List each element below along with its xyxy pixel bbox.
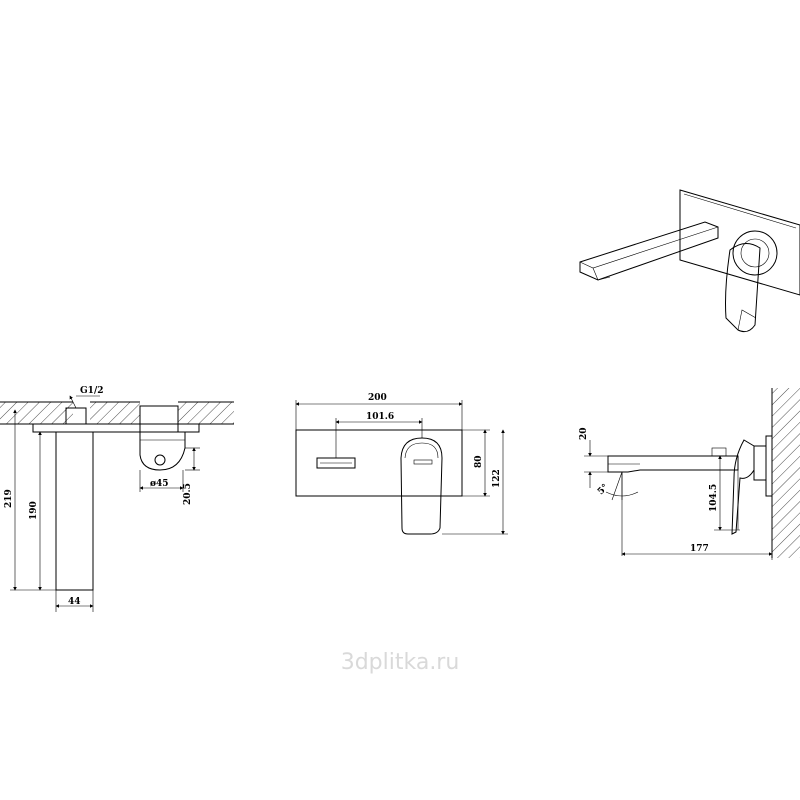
watermark: 3dplitka.ru [340,650,460,675]
dim-122: 122 [492,469,502,488]
thread-label: G1/2 [80,386,104,396]
dim-177: 177 [690,544,709,554]
side-view: 20 5° 104.5 177 [579,388,800,560]
dim-104-5: 104.5 [709,484,719,512]
top-view: G1/2 219 190 44 ø45 20.5 [0,386,234,612]
front-view: 200 101.6 80 122 [295,393,508,535]
dim-101-6: 101.6 [366,412,394,422]
dim-219: 219 [4,489,14,508]
dim-44: 44 [68,597,81,607]
dim-20: 20 [579,427,589,440]
isometric-view [579,189,800,333]
dim-angle: 5° [596,482,611,497]
dim-200: 200 [368,393,387,403]
dim-20-5: 20.5 [183,483,193,505]
dim-80: 80 [474,455,484,468]
dim-diameter: ø45 [150,479,169,489]
dim-190: 190 [29,501,39,520]
